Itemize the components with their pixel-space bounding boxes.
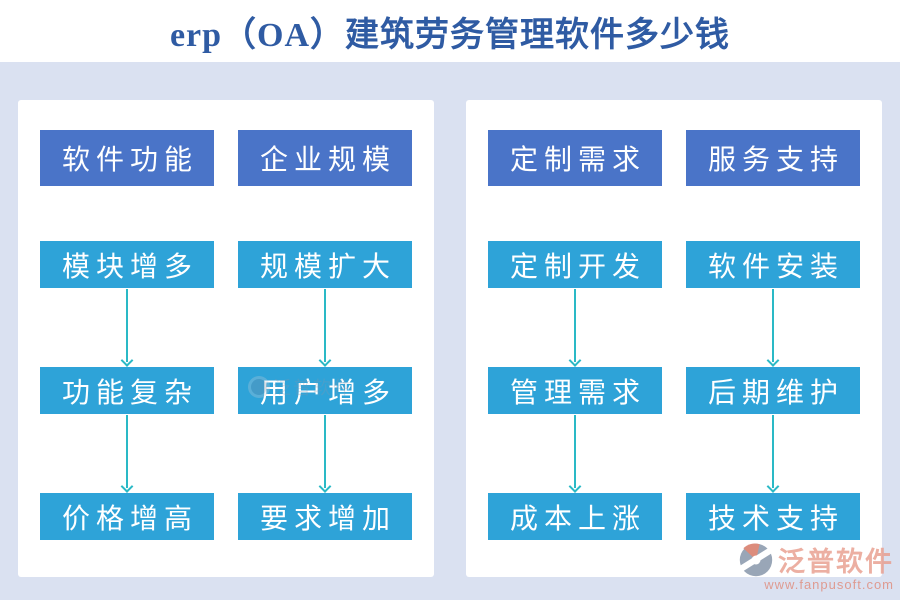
flow-column-custom-requirements: 定制需求 定制开发 管理需求 成本上涨 [488, 130, 662, 577]
down-arrow-icon [119, 288, 135, 367]
down-arrow-icon [317, 414, 333, 493]
brand-logo: 泛普软件 www.fanpusoft.com [738, 540, 894, 592]
step-box: 规模扩大 [238, 241, 412, 288]
step-box: 软件安装 [686, 241, 860, 288]
right-panel: 定制需求 定制开发 管理需求 成本上涨 服务支持 软件安装 后期维护 技术支持 [466, 100, 882, 577]
left-panel: 软件功能 模块增多 功能复杂 价格增高 企业规模 规模扩大 用户增多 要求增加 [18, 100, 434, 577]
page-title: erp（OA）建筑劳务管理软件多少钱 [169, 16, 731, 54]
step-box: 要求增加 [238, 493, 412, 540]
category-box: 服务支持 [686, 130, 860, 186]
down-arrow-icon [567, 288, 583, 367]
category-box: 软件功能 [40, 130, 214, 186]
step-box: 技术支持 [686, 493, 860, 540]
step-box: 价格增高 [40, 493, 214, 540]
step-box: 定制开发 [488, 241, 662, 288]
step-box: 后期维护 [686, 367, 860, 414]
brand-url: www.fanpusoft.com [764, 577, 894, 592]
down-arrow-icon [765, 414, 781, 493]
down-arrow-icon [119, 414, 135, 493]
flow-column-software-features: 软件功能 模块增多 功能复杂 价格增高 [40, 130, 214, 577]
step-box: 管理需求 [488, 367, 662, 414]
step-box: 用户增多 [238, 367, 412, 414]
category-box: 定制需求 [488, 130, 662, 186]
down-arrow-icon [567, 414, 583, 493]
diagram-background: 软件功能 模块增多 功能复杂 价格增高 企业规模 规模扩大 用户增多 要求增加 [0, 62, 900, 600]
title-bar: erp（OA）建筑劳务管理软件多少钱 [0, 0, 900, 62]
flow-column-service-support: 服务支持 软件安装 后期维护 技术支持 [686, 130, 860, 577]
flow-column-company-scale: 企业规模 规模扩大 用户增多 要求增加 [238, 130, 412, 577]
fanpu-logo-icon [738, 543, 774, 576]
category-box: 企业规模 [238, 130, 412, 186]
brand-name: 泛普软件 [778, 547, 894, 577]
down-arrow-icon [765, 288, 781, 367]
down-arrow-icon [317, 288, 333, 367]
step-box: 模块增多 [40, 241, 214, 288]
step-box: 成本上涨 [488, 493, 662, 540]
step-box: 功能复杂 [40, 367, 214, 414]
brand-row: 泛普软件 [738, 540, 894, 579]
